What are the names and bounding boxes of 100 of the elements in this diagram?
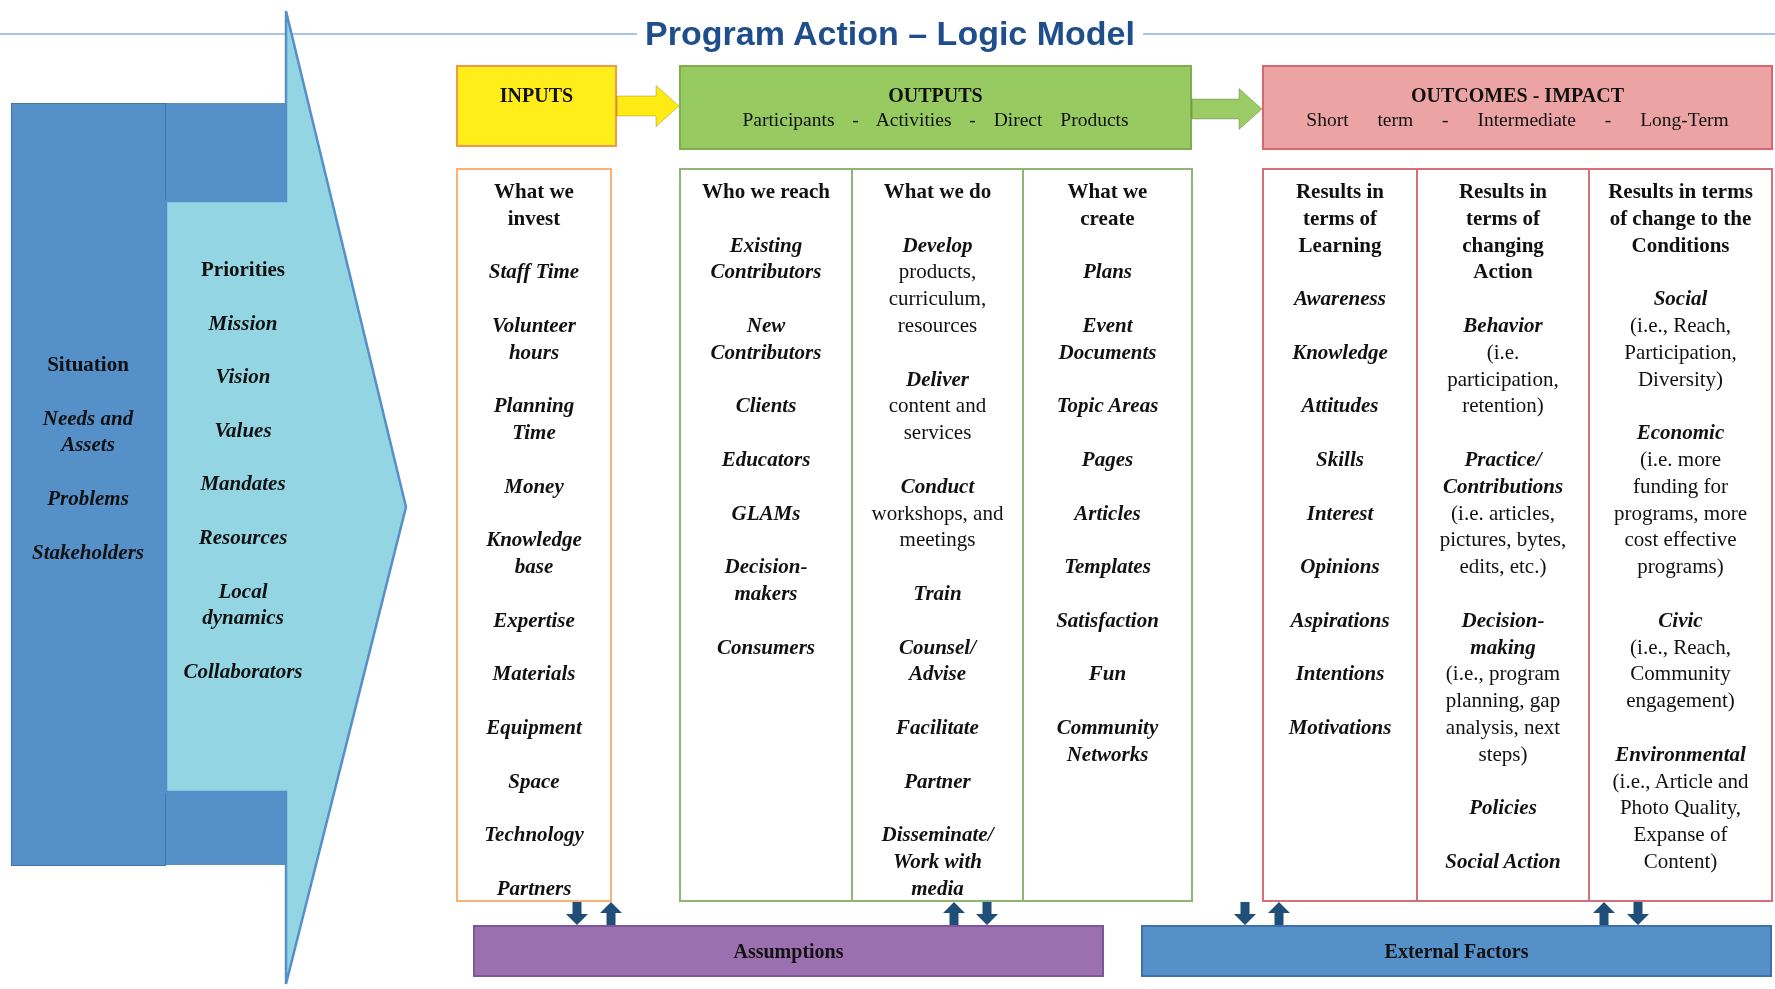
column-heading: Situation [47,351,129,378]
item-label: Community Networks [1055,713,1160,768]
item-label: Train [913,579,962,607]
item-label: Attitudes [1301,392,1379,420]
item-label: Plans [1083,258,1132,286]
item-label: Develop [902,231,973,259]
item-label: Awareness [1294,285,1386,312]
item-label: Existing Contributors [709,231,823,286]
header-subtitle: Short term - Intermediate - Long-Term [1305,108,1730,132]
item-label: Conduct [900,472,975,500]
item-label: Articles [1074,499,1141,527]
item-label: Collaborators [183,657,303,685]
item-label: Motivations [1288,713,1392,741]
item-label: Intentions [1295,660,1385,688]
item-label: Planning Time [492,392,576,446]
description-text: (i.e. more funding for programs, more cost effective programs) [1613,445,1748,580]
arrow [1268,902,1290,925]
item-label: Local dynamics [201,577,285,632]
arrow [600,902,622,925]
header-subtitle: Participants - Activities - Direct Products [741,108,1130,132]
item-label: Templates [1064,553,1151,580]
item-label: Consumers [716,633,815,661]
column-box [851,168,1024,902]
item-label: Volunteer hours [491,312,577,366]
description-text: (i.e., Article and Photo Quality, Expanse of Content) [1611,767,1750,875]
situation-box [11,103,166,866]
header-box [1262,65,1773,150]
description-text: (i.e., program planning, gap analysis, next steps) [1444,660,1562,768]
item-label: Knowledge base [485,526,583,580]
item-label: Vision [215,363,271,390]
description-text: workshops, and meetings [870,499,1005,554]
arrow [1234,902,1256,925]
arrow [566,902,588,925]
header-title: OUTPUTS [888,83,983,107]
item-label: Counsel/ Advise [898,633,979,688]
column-heading: What we do [883,178,992,205]
item-label: Practice/ Contributions [1441,445,1565,500]
arrow [1593,902,1615,925]
column-box [456,168,612,902]
item-label: Stakeholders [32,538,144,566]
item-label: Space [508,767,560,795]
item-label: Social Action [1445,847,1561,875]
item-label: Disseminate/ Work with media [880,821,996,902]
item-label: Facilitate [896,713,979,741]
item-label: Environmental [1615,740,1746,768]
factor-bar [1141,925,1772,977]
header-title: INPUTS [499,83,574,107]
arrow [1627,902,1649,925]
column-heading: Who we reach [702,178,830,205]
column-heading: What we invest [493,178,575,232]
column-box [1262,168,1418,902]
item-label: Economic [1636,419,1725,446]
item-label: Equipment [486,713,582,741]
bar-label: Assumptions [733,939,844,963]
item-label: Satisfaction [1056,606,1159,634]
item-label: Civic [1658,606,1703,634]
header-box [679,65,1192,150]
item-label: Expertise [493,606,575,634]
header-title: OUTCOMES - IMPACT [1411,83,1624,107]
item-label: Opinions [1300,553,1380,580]
item-label: Deliver [906,365,969,393]
column-box [1022,168,1193,902]
item-label: Money [504,472,564,500]
block-arrow [1191,88,1263,130]
item-label: Values [214,416,272,444]
column-heading: Results in terms of changing Action [1457,178,1549,286]
block-arrow [616,85,680,127]
description-text: (i.e. articles, pictures, bytes, edits, etc.) [1438,499,1568,580]
column-heading: Results in terms of change to the Conditions [1607,178,1754,259]
item-label: Event Documents [1057,312,1158,366]
item-label: New Contributors [709,312,823,366]
factor-bar [473,925,1104,977]
item-label: Mandates [200,470,286,498]
description-text: (i.e. participation, retention) [1446,338,1560,420]
column-box [1588,168,1773,902]
item-label: Knowledge [1292,338,1388,366]
item-label: Partner [904,767,971,795]
item-label: GLAMs [731,499,801,527]
item-label: Decision-makers [723,553,809,607]
item-label: Needs and Assets [41,404,135,459]
arrow [943,902,965,925]
description-text: (i.e., Reach, Participation, Diversity) [1623,312,1738,393]
item-label: Decision-making [1460,606,1546,661]
item-label: Technology [484,821,584,848]
description-text: (i.e., Reach, Community engagement) [1625,633,1736,714]
item-label: Fun [1088,660,1127,688]
item-label: Pages [1081,445,1134,473]
item-label: Mission [208,309,278,337]
column-box [1416,168,1590,902]
item-label: Clients [735,392,797,420]
column-box [679,168,853,902]
item-label: Policies [1469,794,1537,822]
item-label: Social [1653,285,1708,312]
bar-label: External Factors [1384,939,1529,963]
description-text: products, curriculum, resources [887,258,988,339]
item-label: Behavior [1463,312,1543,339]
item-label: Problems [47,485,129,512]
item-label: Staff Time [488,258,580,286]
item-label: Partners [496,874,572,902]
item-label: Skills [1316,445,1364,473]
